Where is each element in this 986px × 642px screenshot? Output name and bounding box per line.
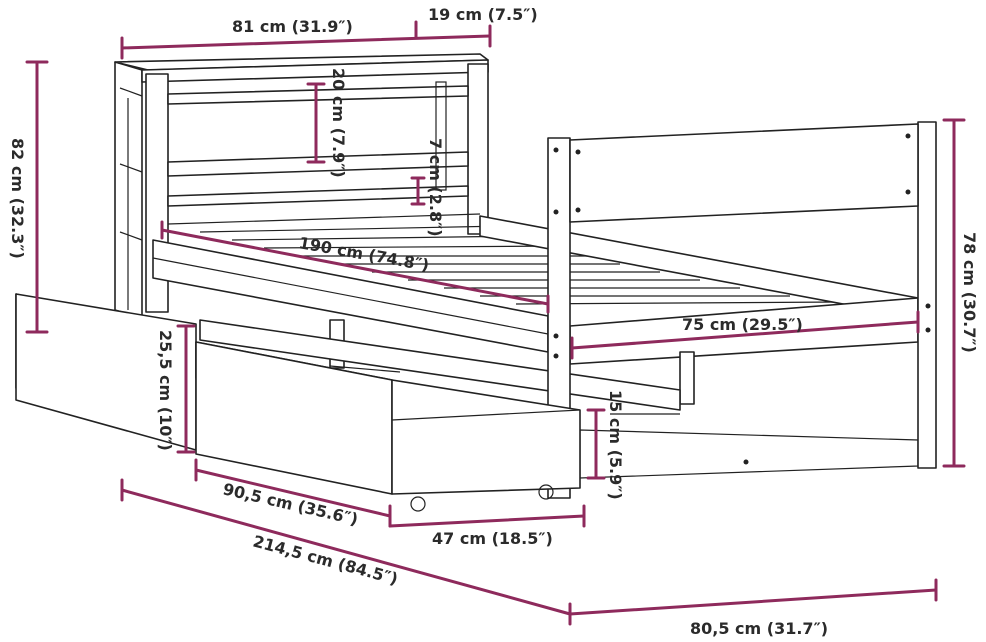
headboard-width-label: 81 cm (31.9″) <box>232 17 353 36</box>
shelf-height-label: 20 cm (7.9″) <box>329 68 348 178</box>
bed-width-line <box>570 320 920 350</box>
drawers <box>15 293 581 512</box>
headboard-width-line <box>120 34 492 50</box>
dimension-lines <box>25 20 966 626</box>
drawer-length-line <box>194 468 392 518</box>
headboard-depth-label: 19 cm (7.5″) <box>428 5 538 24</box>
clearance-label: 15 cm (5.9″) <box>606 390 625 500</box>
footboard-height-label: 78 cm (30.7″) <box>960 232 979 353</box>
drawer-width-label: 47 cm (18.5″) <box>432 529 553 548</box>
overall-width-label: 80,5 cm (31.7″) <box>690 619 828 638</box>
headboard-shelf <box>114 53 489 319</box>
drawer-height-label: 25,5 cm (10″) <box>156 330 175 451</box>
bed-width-label: 75 cm (29.5″) <box>682 315 803 334</box>
shelf-gap-label: 7 cm (2.8″) <box>426 138 445 237</box>
headboard-height-label: 82 cm (32.3″) <box>8 138 27 259</box>
bed-length-line <box>160 228 550 306</box>
overall-width-line <box>568 588 938 616</box>
drawer-width-line <box>388 514 586 528</box>
bed-drawing <box>15 53 937 512</box>
overall-length-line <box>120 488 572 616</box>
